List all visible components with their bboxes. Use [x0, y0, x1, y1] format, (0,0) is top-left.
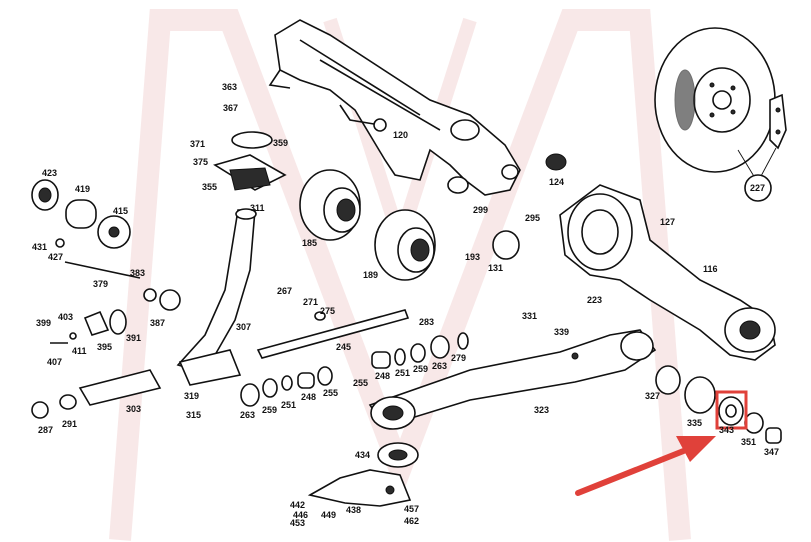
boot-185 [299, 169, 361, 241]
label-245: 245 [336, 342, 352, 352]
label-449: 449 [321, 510, 337, 520]
label-351: 351 [741, 437, 757, 447]
label-457: 457 [404, 504, 420, 514]
label-319: 319 [184, 391, 200, 401]
label-248-lower: 248 [301, 392, 317, 402]
washer-row-upper [371, 332, 469, 369]
label-259-lower: 259 [262, 405, 278, 415]
label-124: 124 [549, 177, 565, 187]
label-335: 335 [687, 418, 703, 428]
label-431: 431 [32, 242, 48, 252]
label-295: 295 [525, 213, 541, 223]
label-255-lower: 255 [323, 388, 339, 398]
callout-label-227: 227 [750, 183, 766, 193]
label-287: 287 [38, 425, 54, 435]
highlight-box [715, 390, 748, 430]
washer-row-lower [240, 366, 333, 407]
label-279: 279 [451, 353, 467, 363]
label-395: 395 [97, 342, 113, 352]
trailing-arm-323 [368, 329, 657, 430]
label-446: 446 [293, 510, 309, 520]
label-434: 434 [355, 450, 371, 460]
label-131: 131 [488, 263, 504, 273]
label-315: 315 [186, 410, 202, 420]
label-387: 387 [150, 318, 166, 328]
label-127: 127 [660, 217, 676, 227]
label-423: 423 [42, 168, 58, 178]
label-403: 403 [58, 312, 74, 322]
label-427: 427 [48, 252, 64, 262]
callout-227 [737, 147, 777, 202]
label-363: 363 [222, 82, 238, 92]
label-291: 291 [62, 419, 78, 429]
label-367: 367 [223, 103, 239, 113]
label-391: 391 [126, 333, 142, 343]
label-303: 303 [126, 404, 142, 414]
label-251-lower: 251 [281, 400, 297, 410]
label-271: 271 [303, 297, 319, 307]
label-347: 347 [764, 447, 780, 457]
label-307: 307 [236, 322, 252, 332]
brake-pad-plate [769, 93, 787, 150]
label-267: 267 [277, 286, 293, 296]
seal-131 [492, 230, 520, 260]
label-255-upper: 255 [353, 378, 369, 388]
label-407: 407 [47, 357, 63, 367]
label-189: 189 [363, 270, 379, 280]
washer-351 [744, 412, 764, 434]
label-383: 383 [130, 268, 146, 278]
label-339: 339 [554, 327, 570, 337]
label-411: 411 [72, 346, 87, 356]
label-223: 223 [587, 295, 603, 305]
mount-355 [213, 131, 287, 191]
bushing-327 [655, 365, 681, 395]
mount-438 [307, 469, 412, 507]
label-299: 299 [473, 205, 489, 215]
label-311: 311 [250, 203, 265, 213]
label-185: 185 [302, 238, 318, 248]
label-379: 379 [93, 279, 109, 289]
label-438: 438 [346, 505, 362, 515]
label-453: 453 [290, 518, 306, 528]
label-327: 327 [645, 391, 661, 401]
crossmember-120 [268, 19, 521, 196]
label-263-lower: 263 [240, 410, 256, 420]
shaft-245 [256, 309, 410, 359]
label-331: 331 [522, 311, 538, 321]
label-275: 275 [320, 306, 336, 316]
label-193: 193 [465, 252, 481, 262]
label-343: 343 [719, 425, 735, 435]
control-arm-307 [176, 208, 257, 386]
spring-seat-parts [31, 179, 181, 344]
label-415: 415 [113, 206, 129, 216]
pointer-arrow [575, 436, 716, 496]
nut-347 [765, 427, 782, 444]
bushing-434 [377, 442, 419, 468]
label-323: 323 [534, 405, 550, 415]
label-355: 355 [202, 182, 218, 192]
boot-189 [374, 209, 436, 281]
label-442: 442 [290, 500, 306, 510]
label-419: 419 [75, 184, 91, 194]
label-248-upper: 248 [375, 371, 391, 381]
label-371: 371 [190, 139, 206, 149]
label-359: 359 [273, 138, 289, 148]
label-251-upper: 251 [395, 368, 411, 378]
washer-335 [684, 376, 716, 414]
label-283: 283 [419, 317, 435, 327]
label-375: 375 [193, 157, 209, 167]
label-120: 120 [393, 130, 409, 140]
brake-disc [654, 27, 776, 173]
label-263-upper: 263 [432, 361, 448, 371]
pin-303 [31, 369, 162, 419]
label-259-upper: 259 [413, 364, 429, 374]
label-399: 399 [36, 318, 52, 328]
washer-343 [718, 396, 744, 426]
label-462: 462 [404, 516, 420, 526]
axle-housing-116 [559, 184, 776, 361]
bushing-124 [545, 153, 567, 171]
label-116: 116 [703, 264, 718, 274]
